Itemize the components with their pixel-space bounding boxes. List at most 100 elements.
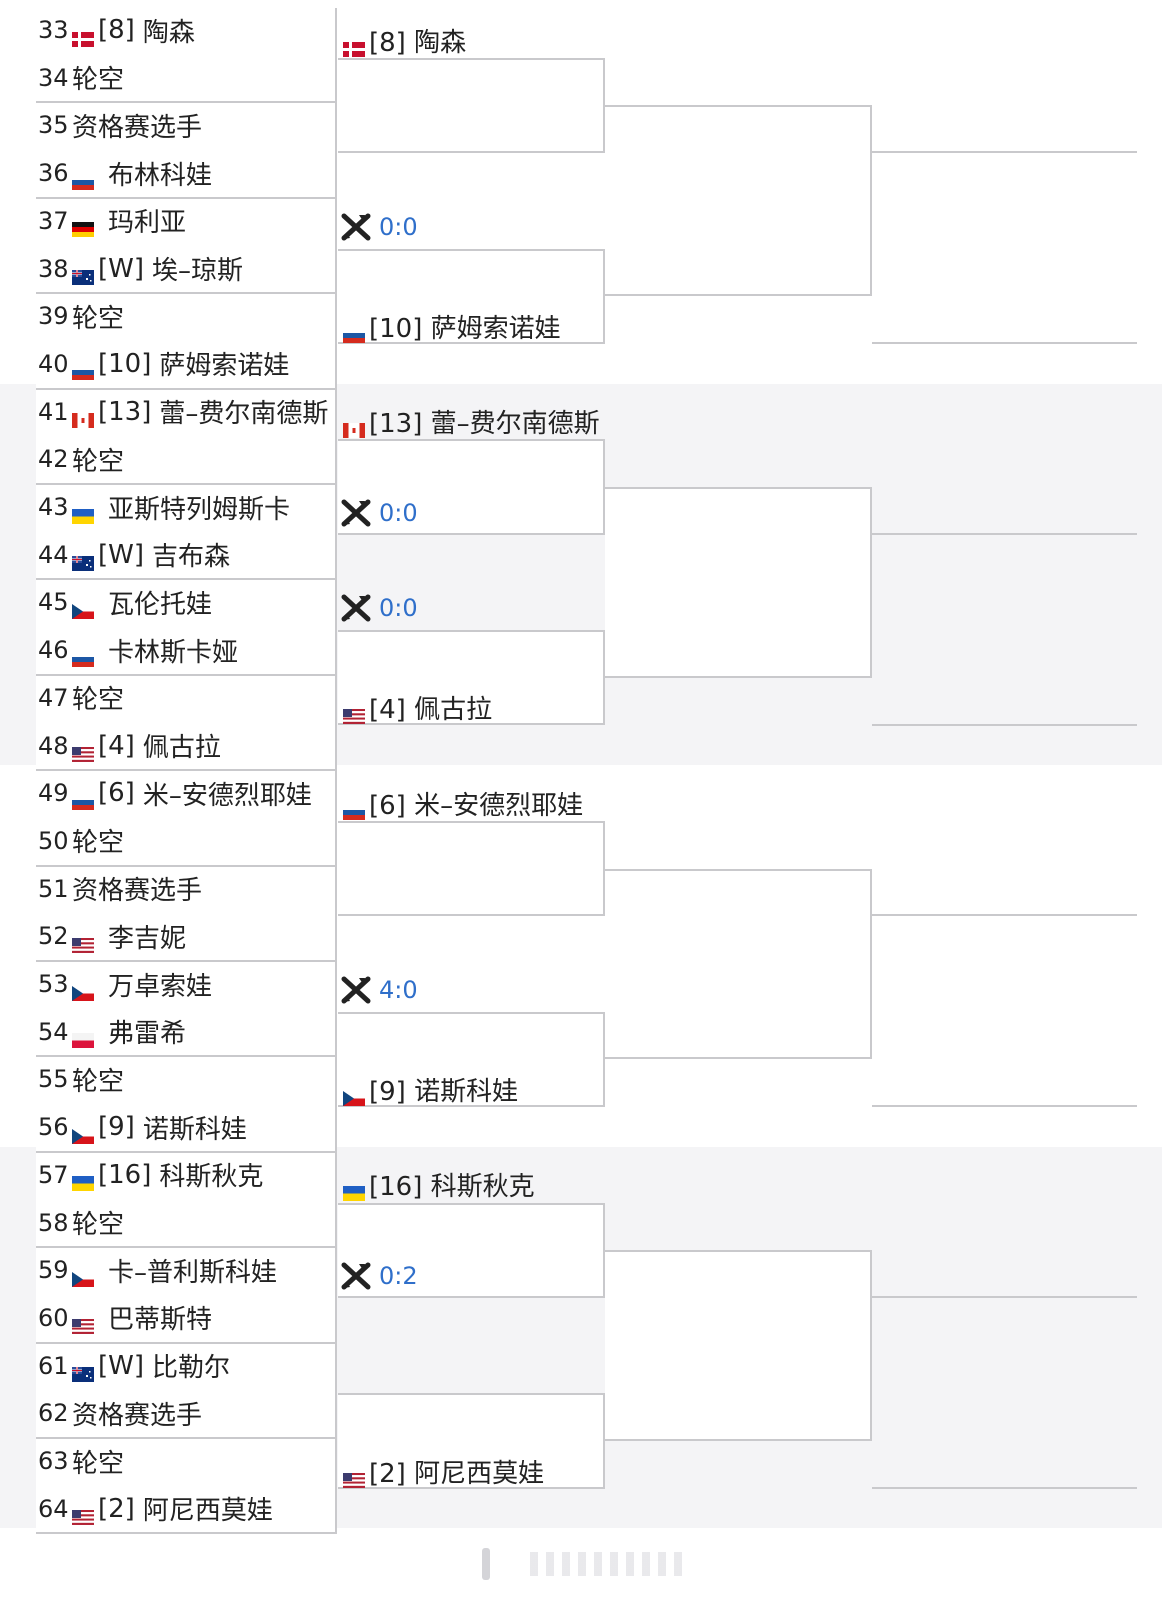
player-row[interactable]: 44[W]吉布森 xyxy=(38,533,230,577)
page-dots xyxy=(530,1552,690,1576)
match-score[interactable]: 0:2 xyxy=(341,1258,418,1294)
player-name: 轮空 xyxy=(72,65,125,96)
match-box-r3 xyxy=(605,1250,872,1441)
draw-number: 57 xyxy=(38,1160,69,1189)
round2-player[interactable]: [10] 萨姆索诺娃 xyxy=(343,308,561,344)
player-name: 轮空 xyxy=(72,1210,125,1240)
match-score[interactable]: 0:0 xyxy=(341,590,418,626)
match-box-r2 xyxy=(338,1202,605,1298)
player-name: 米–安德烈耶娃 xyxy=(142,780,312,811)
draw-number: 49 xyxy=(38,779,69,808)
player-name: 卡–普利斯科娃 xyxy=(108,1257,278,1288)
player-row[interactable]: 57[16]科斯秋克 xyxy=(38,1153,263,1197)
seed-label: [9] xyxy=(98,1112,135,1143)
player-row[interactable]: 61[W]比勒尔 xyxy=(38,1344,230,1388)
ru-flag-icon xyxy=(343,797,365,820)
round2-player[interactable]: [2] 阿尼西莫娃 xyxy=(343,1453,544,1489)
ca-flag-icon xyxy=(343,415,365,439)
player-row[interactable]: 41[13]蕾–费尔南德斯 xyxy=(38,390,328,434)
player-name: 比勒尔 xyxy=(152,1353,231,1384)
match-score[interactable]: 0:0 xyxy=(341,209,418,245)
player-name: 万卓索娃 xyxy=(108,971,213,1002)
player-name: 吉布森 xyxy=(152,542,231,573)
connector-r4 xyxy=(872,1295,1137,1298)
au-flag-icon xyxy=(72,548,94,572)
round2-player[interactable]: [8] 陶森 xyxy=(343,22,466,58)
draw-number: 35 xyxy=(38,111,69,140)
connector-r4 xyxy=(872,341,1137,344)
us-flag-icon xyxy=(343,1465,365,1488)
round2-player[interactable]: [9] 诺斯科娃 xyxy=(343,1071,518,1107)
round2-player[interactable]: [13] 蕾–费尔南德斯 xyxy=(343,404,600,440)
player-row[interactable]: 38[W]埃–琼斯 xyxy=(38,247,243,291)
match-box-r2 xyxy=(338,1011,605,1108)
player-row[interactable]: 56[9]诺斯科娃 xyxy=(38,1105,247,1149)
player-row[interactable]: 64[2]阿尼西莫娃 xyxy=(38,1487,273,1531)
us-flag-icon xyxy=(72,1502,94,1526)
match-score-value: 0:0 xyxy=(379,499,418,527)
round2-player[interactable]: [4] 佩古拉 xyxy=(343,690,492,726)
ca-flag-icon xyxy=(72,405,94,429)
ru-flag-icon xyxy=(72,644,94,667)
player-name: 玛利亚 xyxy=(108,208,187,239)
player-row[interactable]: 49[6]米–安德烈耶娃 xyxy=(38,771,312,815)
draw-number: 39 xyxy=(38,302,69,331)
player-row[interactable]: 48[4]佩古拉 xyxy=(38,724,221,768)
player-name: 资格赛选手 xyxy=(72,1400,203,1431)
versus-icon xyxy=(341,1262,371,1290)
match-box-r2 xyxy=(338,248,605,344)
player-row[interactable]: 37 玛利亚 xyxy=(38,199,186,243)
versus-icon xyxy=(341,976,371,1004)
versus-icon xyxy=(341,213,371,241)
player-name: 陶森 xyxy=(142,17,195,48)
connector-r4 xyxy=(872,1486,1137,1489)
round2-player-name: [10] 萨姆索诺娃 xyxy=(369,313,561,344)
player-row[interactable]: 40[10]萨姆索诺娃 xyxy=(38,342,289,386)
match-score[interactable]: 4:0 xyxy=(341,972,418,1008)
cz-flag-icon xyxy=(72,1121,94,1144)
cz-flag-icon xyxy=(343,1083,365,1106)
round2-player[interactable]: [16] 科斯秋克 xyxy=(343,1167,535,1203)
seed-label: [W] xyxy=(98,1350,144,1381)
round2-player[interactable]: [6] 米–安德烈耶娃 xyxy=(343,785,583,821)
match-score-value: 0:0 xyxy=(379,212,418,241)
draw-number: 37 xyxy=(38,206,69,235)
us-flag-icon xyxy=(72,930,94,953)
ru-flag-icon xyxy=(72,167,94,190)
ua-flag-icon xyxy=(72,1168,94,1192)
player-name: 佩古拉 xyxy=(142,733,221,763)
seed-label: [W] xyxy=(98,539,144,570)
draw-number: 34 xyxy=(38,63,69,92)
player-row[interactable]: 33[8]陶森 xyxy=(38,8,195,52)
versus-icon xyxy=(341,499,371,527)
player-name: 资格赛选手 xyxy=(72,876,203,907)
round2-player-name: [9] 诺斯科娃 xyxy=(369,1076,519,1107)
match-score[interactable]: 0:0 xyxy=(341,495,418,531)
player-name: 阿尼西莫娃 xyxy=(142,1496,273,1527)
round2-player-name: [8] 陶森 xyxy=(369,27,467,58)
player-name: 轮空 xyxy=(72,1448,125,1479)
player-name: 瓦伦托娃 xyxy=(108,589,213,620)
seed-label: [8] xyxy=(98,15,135,45)
player-name: 弗雷希 xyxy=(108,1019,187,1050)
